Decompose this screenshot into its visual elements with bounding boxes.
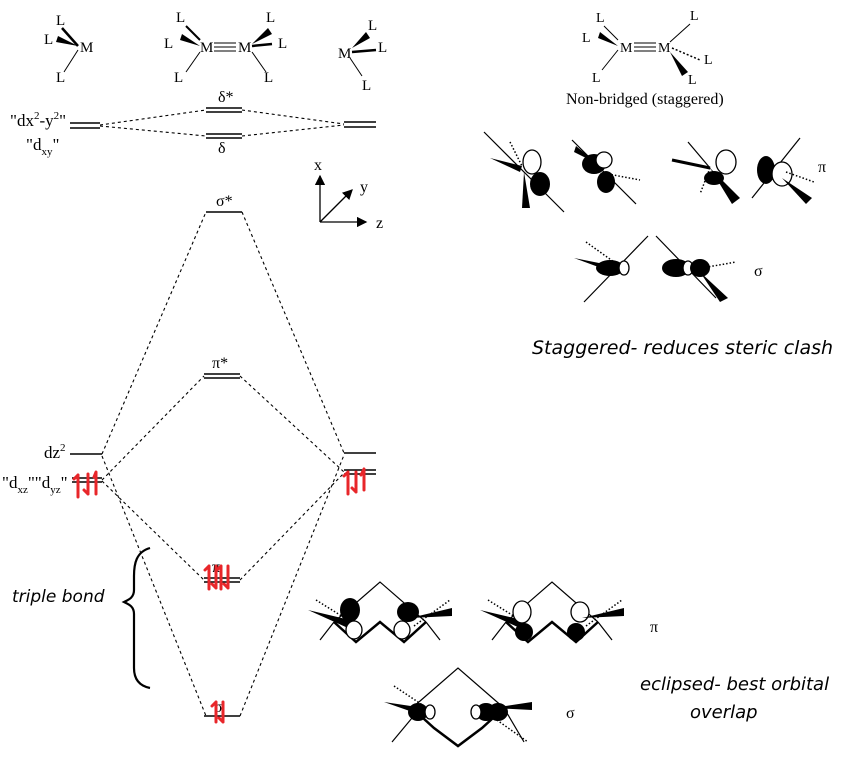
- axis-label-z: z: [376, 215, 383, 232]
- ligand-label: L: [592, 71, 601, 86]
- svg-text:"dxy": "dxy": [26, 135, 59, 158]
- axis-label-x: x: [314, 157, 322, 174]
- dimer-complex: L L L M M L L L: [164, 10, 287, 86]
- staggered-caption: Non-bridged (staggered): [566, 91, 724, 108]
- eclipsed-pi-orbitals: π: [308, 581, 658, 644]
- ligand-label: L: [688, 73, 697, 88]
- level-label-delta-star: δ*: [218, 89, 234, 106]
- ligand-label: L: [164, 36, 173, 52]
- electron-arrows: [72, 467, 366, 724]
- ligand-label: L: [278, 36, 287, 52]
- ligand-label: L: [266, 10, 275, 26]
- staggered-sigma-orbitals: σ: [574, 235, 763, 303]
- metal-label: M: [338, 46, 351, 62]
- metal-label: M: [620, 41, 633, 56]
- ligand-label: L: [56, 13, 65, 29]
- staggered-pi-orbitals: π: [483, 131, 826, 213]
- ligand-label: L: [582, 31, 591, 46]
- ligand-label: L: [368, 18, 377, 34]
- svg-text:"dx2-y2": "dx2-y2": [10, 110, 66, 130]
- metal-label: M: [80, 40, 93, 56]
- ligand-label: L: [690, 9, 699, 24]
- metal-label: M: [658, 41, 671, 56]
- axis-label-y: y: [360, 179, 368, 196]
- label-pi-staggered: π: [818, 159, 826, 176]
- ligand-label: L: [704, 53, 713, 68]
- left-ml-fragment: L L M L: [44, 13, 93, 86]
- ligand-label: L: [176, 10, 185, 26]
- staggered-note: Staggered- reduces steric clash: [532, 337, 833, 359]
- label-sigma-eclipsed: σ: [566, 705, 575, 722]
- ligand-label: L: [174, 70, 183, 86]
- mo-diagram: "dx2-y2" "dxy" δ* δ x y: [2, 89, 383, 717]
- level-label-sigma-star: σ*: [216, 193, 233, 210]
- ligand-label: L: [264, 70, 273, 86]
- dz2-label: dz2: [44, 442, 66, 462]
- ligand-label: L: [56, 70, 65, 86]
- eclipsed-sigma-orbitals: σ: [384, 667, 575, 748]
- eclipsed-note-line1: eclipsed- best orbital: [640, 674, 829, 695]
- ligand-label: L: [44, 32, 53, 48]
- axis-triad: x y z: [314, 157, 383, 232]
- label-sigma-staggered: σ: [754, 263, 763, 280]
- level-label-pi-star: π*: [212, 355, 228, 372]
- ligand-label: L: [596, 11, 605, 26]
- staggered-structure: L L L M M L L L Non-bridged (staggered): [566, 9, 724, 108]
- curly-brace: [121, 546, 151, 690]
- ligand-label: L: [378, 40, 387, 56]
- eclipsed-note-line2: overlap: [690, 702, 758, 723]
- level-label-sigma: σ: [214, 699, 223, 716]
- metal-label: M: [238, 40, 251, 56]
- label-pi-eclipsed: π: [650, 619, 658, 636]
- right-ml-fragment: M L L L: [338, 18, 387, 94]
- triple-bond-note: triple bond: [12, 587, 105, 607]
- ligand-label: L: [362, 78, 371, 94]
- metal-label: M: [200, 40, 213, 56]
- level-label-delta: δ: [218, 140, 226, 157]
- dxz-dyz-label: "dxz""dyz": [2, 473, 68, 496]
- dx2y2-dxy-label: "dx2-y2" "dxy": [10, 110, 66, 158]
